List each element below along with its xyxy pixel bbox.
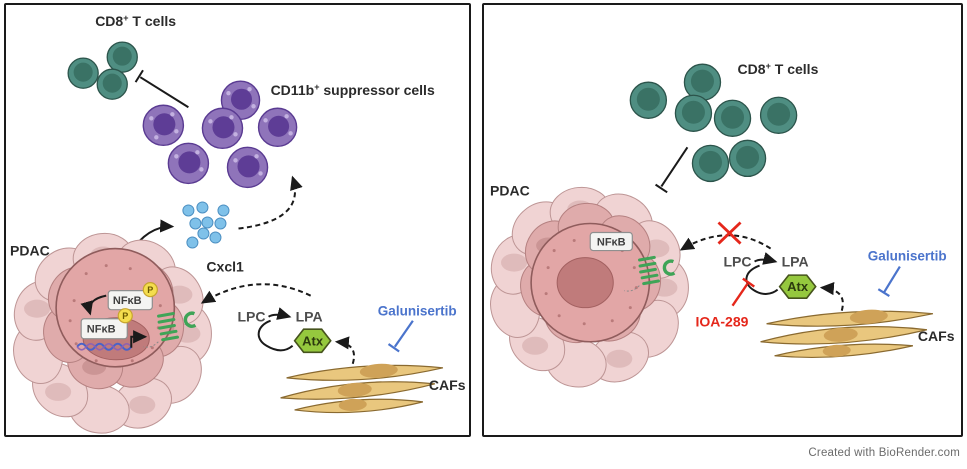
arrow-lpa-to-receptor xyxy=(200,283,312,304)
cafs-group-right xyxy=(760,309,934,359)
arrow-lpc-to-lpa-right xyxy=(754,252,778,265)
pdac-tumor-right xyxy=(490,186,689,388)
cd8-tcells-group-right xyxy=(629,63,798,183)
phospho-badge-top xyxy=(142,282,158,298)
receptor-signal-line xyxy=(624,285,640,292)
svg-text:Atx: Atx xyxy=(302,333,324,348)
blocked-x-mark xyxy=(717,221,742,245)
nfkb-cytoplasm-complex: NFκB P xyxy=(107,282,158,311)
cd8-tcells-label-right: CD8+ T cells xyxy=(738,61,819,77)
galunisertib-inhibition-left xyxy=(387,320,414,353)
pdac-label-left: PDAC xyxy=(10,243,50,259)
svg-text:P: P xyxy=(122,311,128,321)
cxcl1-label: Cxcl1 xyxy=(206,259,244,275)
lpa-label-right: LPA xyxy=(782,254,809,270)
inhibition-arrow-suppressor-to-cd8 xyxy=(134,69,189,109)
atx-enzyme-right: Atx xyxy=(778,274,817,299)
right-panel: CD8+ T cells PDAC xyxy=(482,3,963,437)
svg-text:Atx: Atx xyxy=(787,279,809,294)
right-panel-diagram: CD8+ T cells PDAC xyxy=(490,61,955,388)
cxcl1-dots xyxy=(182,201,230,249)
receptor-signal-line xyxy=(143,341,159,348)
svg-text:NFκB: NFκB xyxy=(113,295,142,307)
ligand-binding-domain xyxy=(183,311,197,328)
cd11b-label: CD11b+ suppressor cells xyxy=(271,82,435,98)
left-panel: CD8+ T cells xyxy=(4,3,471,437)
cd8-tcells-label-left: CD8+ T cells xyxy=(95,13,176,29)
ioa289-inhibition xyxy=(731,277,755,307)
ligand-binding-domain xyxy=(662,259,676,276)
lpa-receptor-right xyxy=(624,255,676,292)
cafs-group-left xyxy=(280,363,444,414)
ioa289-label: IOA-289 xyxy=(695,314,748,330)
arrow-cafs-to-atx-left xyxy=(334,336,356,365)
galunisertib-inhibition-right xyxy=(877,266,901,297)
galunisertib-label-right: Galunisertib xyxy=(868,249,947,264)
catalysis-curve-left xyxy=(257,319,294,352)
svg-text:NFκB: NFκB xyxy=(87,324,116,336)
lpc-label-left: LPC xyxy=(238,309,266,325)
cafs-label-left: CAFs xyxy=(429,377,466,393)
transcription-arrow xyxy=(130,330,148,348)
arrow-cafs-to-atx-right xyxy=(819,282,844,311)
svg-text:P: P xyxy=(147,285,153,295)
phospho-badge-bottom xyxy=(117,308,133,324)
biorender-credit: Created with BioRender.com xyxy=(808,447,960,459)
dna-helix xyxy=(76,342,133,351)
lpc-label-right: LPC xyxy=(724,254,752,270)
nfkb-nucleus-complex: NFκB P xyxy=(80,308,133,340)
catalysis-curve-right xyxy=(745,264,779,295)
tumor-nucleus-right xyxy=(556,257,614,309)
nfkb-box-right: NFκB xyxy=(589,231,633,252)
galunisertib-label-left: Galunisertib xyxy=(378,304,457,319)
inhibition-arrow-cd8-to-tumor xyxy=(655,146,689,194)
cd8-tcells-group-left xyxy=(67,41,138,100)
arrow-cxcl1-to-suppressor xyxy=(238,175,303,230)
lpa-label-left: LPA xyxy=(296,309,323,325)
lpa-receptor-left xyxy=(143,311,197,348)
left-panel-diagram: CD8+ T cells xyxy=(10,13,466,434)
cd11b-suppressor-cells-group xyxy=(142,80,298,189)
svg-text:NFκB: NFκB xyxy=(597,237,626,249)
cafs-label-right: CAFs xyxy=(918,328,955,344)
arrow-lpc-to-lpa-left xyxy=(268,307,292,320)
arrow-nfkb-translocation xyxy=(80,294,107,316)
atx-enzyme-left: Atx xyxy=(293,328,332,354)
pdac-label-right: PDAC xyxy=(490,182,530,198)
